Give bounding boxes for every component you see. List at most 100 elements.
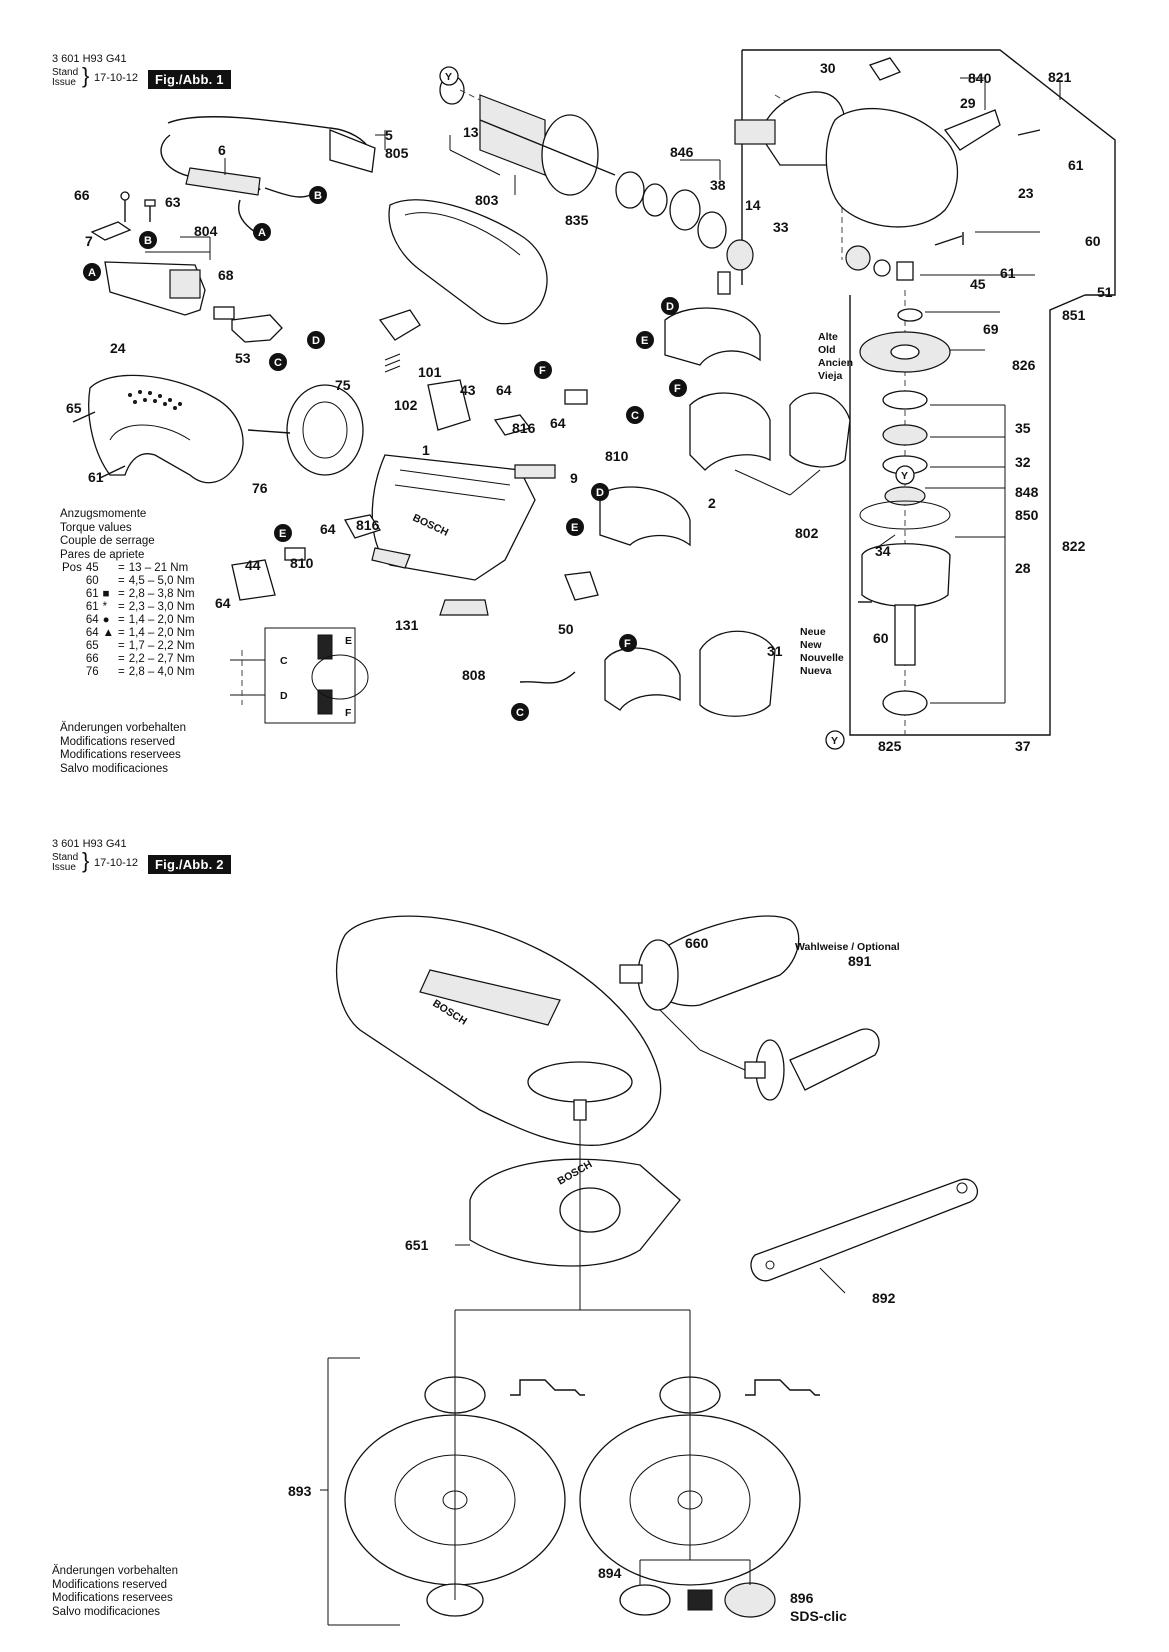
part-label: 802 <box>795 525 819 541</box>
plug <box>329 129 376 173</box>
flange-profile-icon <box>745 1379 820 1396</box>
torque-row: 76=2,8 – 4,0 Nm <box>60 666 197 679</box>
spindle-stub <box>717 271 731 295</box>
torque-heading-es: Pares de apriete <box>60 548 145 561</box>
spanner-892 <box>750 1178 979 1282</box>
bubble-c: C <box>274 357 282 369</box>
torque-heading-en: Torque values <box>60 521 132 534</box>
wire <box>238 199 256 233</box>
part-label: 808 <box>462 667 486 683</box>
bubble-a: A <box>88 267 96 279</box>
bubble-a: A <box>258 227 266 239</box>
fan <box>541 114 599 196</box>
part-label: 2 <box>708 495 716 511</box>
bearing-37 <box>882 690 928 716</box>
wire-c <box>519 671 576 684</box>
brush-holder-inner <box>302 401 348 459</box>
part-label: 32 <box>1015 454 1031 470</box>
part-68 <box>213 306 235 320</box>
screw-head <box>120 191 130 201</box>
issue-label: Issue <box>52 77 76 88</box>
cover-23 <box>943 109 1001 151</box>
part-label: 30 <box>820 60 836 76</box>
torque-val: 13 – 21 Nm <box>128 562 189 574</box>
part-label: 840 <box>968 70 992 86</box>
clip-7 <box>90 221 132 241</box>
part-label: 816 <box>512 420 536 436</box>
clip-50 <box>564 571 599 601</box>
fig1-part-labels: 5 805 6 66 63 7 804 68 53 24 65 61 75 76… <box>66 60 1113 754</box>
fig1-date: 17-10-12 <box>94 72 139 84</box>
label-neue: Neue <box>800 626 826 638</box>
part-label: 893 <box>288 1483 312 1499</box>
bubble-e: E <box>571 522 578 534</box>
aux-handle-flange <box>637 939 679 1011</box>
torque-val: 2,8 – 4,0 Nm <box>128 666 195 678</box>
torque-eq: = <box>118 627 125 639</box>
part-label: 826 <box>1012 357 1036 373</box>
torque-row: 64●=1,4 – 2,0 Nm <box>60 614 197 627</box>
torque-pos: 64 <box>85 614 99 626</box>
sds-clic-label: SDS-clic <box>790 1608 847 1624</box>
torque-heading-fr: Couple de serrage <box>60 535 155 547</box>
part-101 <box>378 309 421 341</box>
connector-bubbles: B A B A D C F D E F C D E E F C Y Y Y <box>83 66 915 750</box>
part-label: 64 <box>550 415 566 431</box>
part-53 <box>231 314 283 343</box>
part-label: 660 <box>685 935 709 951</box>
torque-row: 66=2,2 – 2,7 Nm <box>60 653 197 666</box>
part-label: 5 <box>385 127 393 143</box>
fig2-date: 17-10-12 <box>94 857 139 869</box>
torque-pos: 66 <box>85 653 99 665</box>
part-label: 23 <box>1018 185 1034 201</box>
torque-sym: ● <box>102 614 110 626</box>
torque-row: 65=1,7 – 2,2 Nm <box>60 640 197 653</box>
handle-cover <box>388 199 548 325</box>
part-label: 68 <box>218 267 234 283</box>
field-coil-old-2 <box>689 392 771 471</box>
torque-pos: 65 <box>85 640 99 652</box>
torque-val: 1,7 – 2,2 Nm <box>128 640 195 652</box>
fig1-doc-number: 3 601 H93 G41 <box>52 53 127 65</box>
part-label: 101 <box>418 364 442 380</box>
part-label: 810 <box>290 555 314 571</box>
bubble-d: D <box>312 335 320 347</box>
guard-collar <box>559 1187 621 1233</box>
part-label: 850 <box>1015 507 1039 523</box>
torque-pos: 76 <box>85 666 99 678</box>
seal-34 <box>859 500 951 530</box>
part-label: 64 <box>496 382 512 398</box>
part-label: 9 <box>570 470 578 486</box>
torque-val: 2,2 – 2,7 Nm <box>128 653 195 665</box>
part-label: 43 <box>460 382 476 398</box>
brush-holder <box>286 384 364 476</box>
brush-810 <box>284 547 306 561</box>
part-label: 28 <box>1015 560 1031 576</box>
label-old: Old <box>818 344 836 356</box>
schematic-e: E <box>345 635 352 647</box>
screw-61 <box>1017 129 1041 136</box>
screw-61 <box>934 235 963 246</box>
new-version-labels: Neue New Nouvelle Nueva <box>800 626 844 677</box>
schematic-c: C <box>280 655 288 667</box>
part-label: 61 <box>1068 157 1084 173</box>
torque-sym: ▲ <box>102 627 115 639</box>
ring-69 <box>897 308 923 322</box>
nut-894 <box>619 1584 671 1616</box>
torque-eq: = <box>118 562 125 574</box>
wiring-schematic: E C D F <box>230 627 369 724</box>
torque-pos: 61 <box>85 588 99 600</box>
part-label: 69 <box>983 321 999 337</box>
part-label: 810 <box>605 448 629 464</box>
torque-eq: = <box>118 601 125 613</box>
torque-heading-de: Anzugsmomente <box>60 508 147 520</box>
torque-pos: 45 <box>85 562 99 574</box>
gear-head <box>825 107 959 228</box>
fig1-tag: Fig./Abb. 1 <box>148 70 231 89</box>
bearing-14 <box>697 211 727 249</box>
gear-head-base <box>527 1061 633 1103</box>
part-label: 846 <box>670 144 694 160</box>
fig2-stand-issue: Stand Issue <box>52 853 78 873</box>
label-131 <box>371 547 411 569</box>
part-label: 835 <box>565 212 589 228</box>
